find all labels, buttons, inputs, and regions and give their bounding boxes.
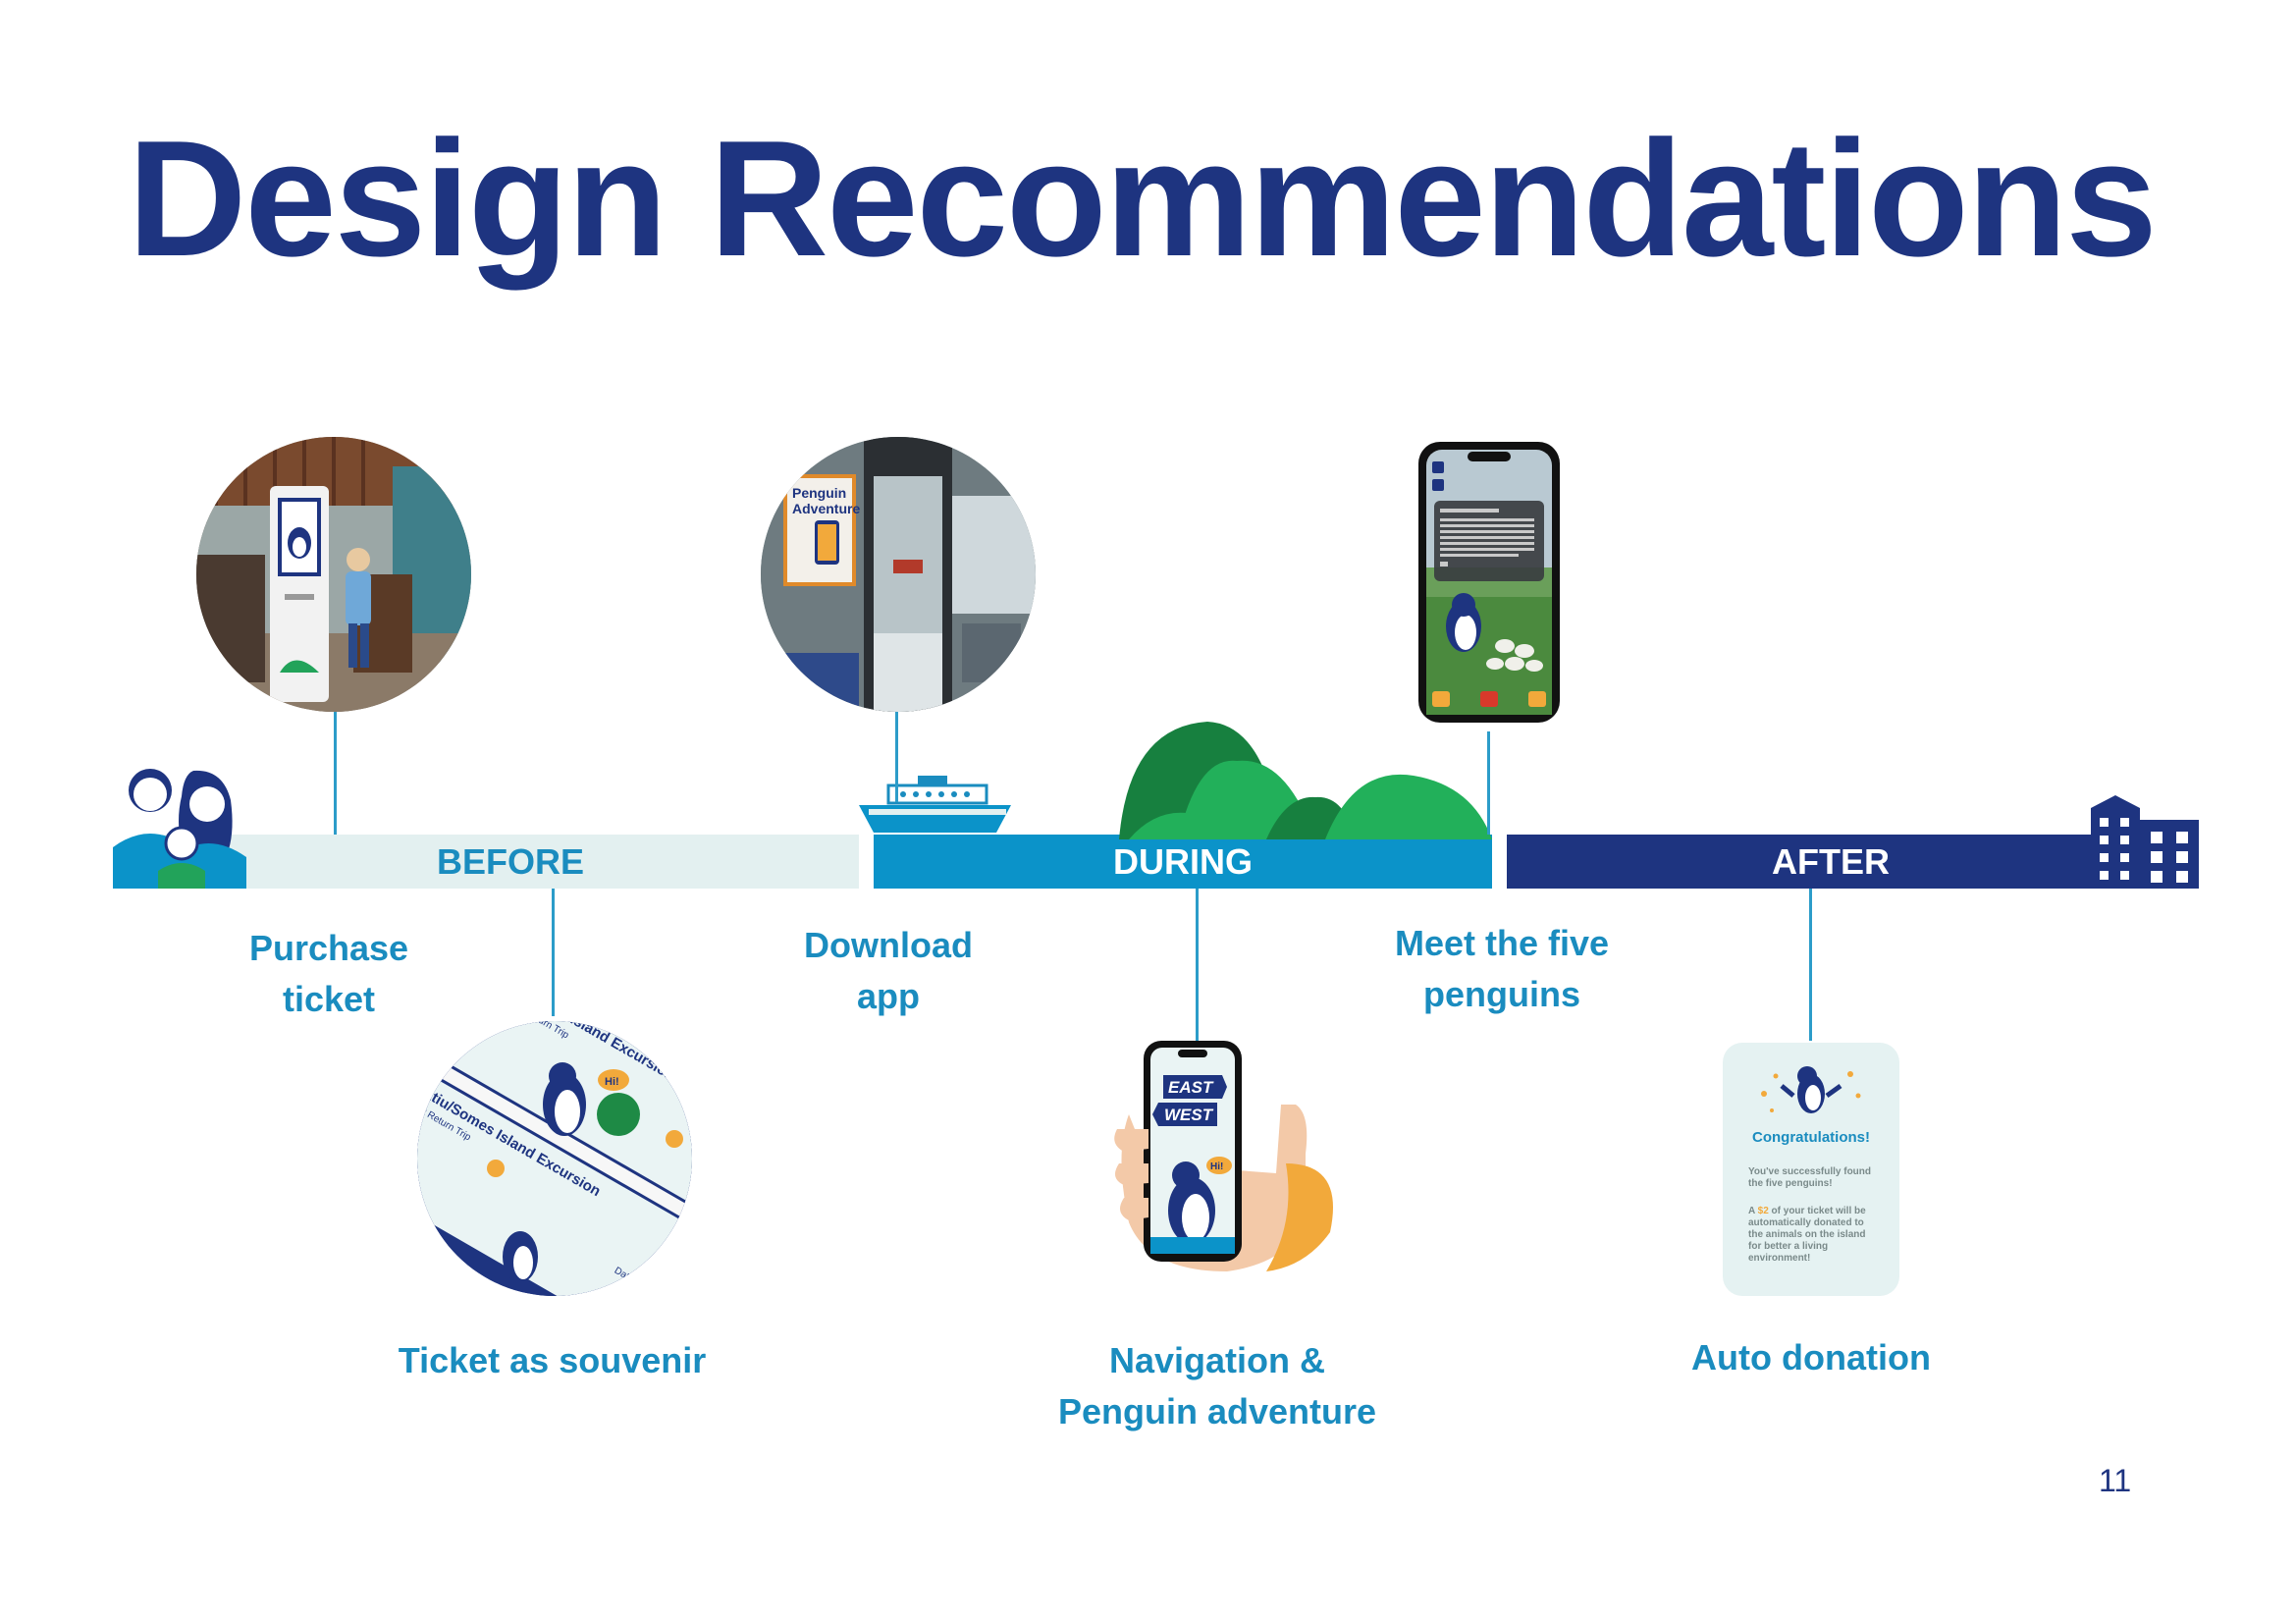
label-purchase-line2: ticket (282, 979, 376, 1019)
label-meet-line1: Meet the five (1394, 923, 1610, 963)
connector-download (895, 709, 898, 802)
label-meet-line2: penguins (1423, 974, 1580, 1014)
label-download-line2: app (856, 976, 920, 1016)
donation-amount: $2 (1757, 1206, 1769, 1216)
page-number: 11 (2099, 1463, 2132, 1498)
before-bar: BEFORE (162, 835, 859, 889)
connector-souvenir (552, 889, 555, 1016)
label-meet-penguins: Meet the five penguins (1355, 918, 1649, 1020)
buildings-icon (2091, 795, 2199, 889)
poster-title-line1: Penguin (792, 485, 846, 501)
label-purchase-line1: Purchase (248, 928, 409, 968)
label-navigation-line2: Penguin adventure (1057, 1391, 1377, 1431)
island-hills (1119, 722, 1492, 839)
during-label: DURING (1113, 841, 1253, 882)
label-purchase-ticket: Purchase ticket (206, 923, 452, 1025)
connector-donation (1809, 889, 1812, 1041)
label-navigation-line1: Navigation & (1108, 1340, 1326, 1380)
app-logo-east: EAST (1168, 1078, 1214, 1097)
after-bar: AFTER (1507, 835, 2194, 889)
before-label: BEFORE (436, 841, 584, 882)
app-speech-bubble: Hi! (1210, 1161, 1223, 1172)
connector-penguins (1487, 731, 1490, 835)
poster-title-line2: Adventure (792, 501, 860, 516)
connector-navigation (1196, 889, 1199, 1041)
donation-line2: A $2 of your ticket will be automaticall… (1748, 1206, 1878, 1265)
donation-line2-prefix: A (1748, 1206, 1758, 1216)
penguin-celebration-icon (1761, 1066, 1861, 1113)
family-icon (113, 769, 246, 889)
label-navigation: Navigation & Penguin adventure (1041, 1335, 1394, 1437)
ticket-speech-bubble: Hi! (605, 1076, 619, 1088)
label-auto-donation: Auto donation (1691, 1337, 1931, 1377)
donation-card: Congratulations! You've successfully fou… (1723, 1043, 1899, 1296)
label-download-line1: Download (804, 925, 973, 965)
kiosk-photo (196, 437, 471, 712)
donation-line2-suffix: of your ticket will be automatically don… (1748, 1206, 1866, 1264)
hand-phone-image: EAST WEST Hi! (1114, 1041, 1333, 1271)
ferry-icon (859, 776, 1011, 833)
ferry-poster-photo: Penguin Adventure (761, 437, 1036, 712)
during-bar: DURING (874, 835, 1492, 889)
label-ticket-souvenir: Ticket as souvenir (398, 1340, 707, 1380)
ticket-souvenir-image: omes Island Excursion Return Trip Matiu/… (417, 1021, 692, 1296)
connector-purchase (334, 709, 337, 835)
donation-heading: Congratulations! (1752, 1129, 1870, 1146)
app-logo-west: WEST (1164, 1106, 1214, 1124)
donation-line1: You've successfully found the five pengu… (1748, 1166, 1871, 1189)
label-download-app: Download app (766, 920, 1011, 1022)
page-title: Design Recommendations (128, 106, 2158, 291)
after-label: AFTER (1772, 841, 1890, 882)
ar-phone-image (1418, 442, 1560, 723)
